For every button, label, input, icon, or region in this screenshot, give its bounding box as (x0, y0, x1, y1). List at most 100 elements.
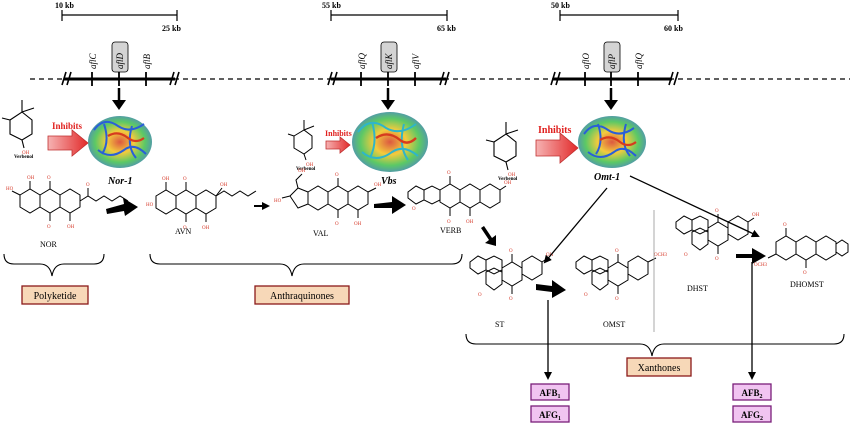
svg-text:OH: OH (752, 213, 760, 218)
svg-text:AFB1: AFB1 (540, 388, 561, 400)
afg1-base: AFG (539, 410, 558, 420)
svg-text:O: O (783, 223, 787, 228)
svg-text:O: O (447, 171, 451, 176)
gene-aflC: aflC (88, 52, 98, 69)
svg-text:OH: OH (504, 181, 512, 186)
arrow-dhst-to-dhomst (736, 248, 766, 264)
gene-box-aflK (380, 41, 398, 73)
compound-val-structure (281, 173, 377, 218)
svg-text:HO: HO (6, 187, 14, 192)
afg2-base: AFG (741, 410, 760, 420)
scale-3-right: 60 kb (664, 24, 683, 33)
compound-st-label: ST (495, 320, 504, 329)
svg-text:O: O (47, 225, 51, 230)
svg-text:O: O (447, 220, 451, 225)
svg-text:O: O (478, 293, 482, 298)
svg-text:OH: OH (508, 173, 516, 178)
pathway-arrows (106, 175, 766, 380)
group-polyketide-label: Polyketide (34, 291, 77, 302)
scale-2-left: 55 kb (322, 1, 341, 10)
svg-text:OCH3: OCH3 (654, 253, 668, 258)
svg-text:OH: OH (466, 220, 474, 225)
aflatoxin-afg1: AFG1 (530, 405, 570, 423)
verbenol-1-label: Verbenol (14, 155, 34, 160)
svg-text:AFG2: AFG2 (741, 410, 763, 422)
gene-labels-cluster-1: aflC aflD aflB (88, 41, 152, 73)
svg-text:OH: OH (298, 169, 306, 174)
compound-verb-structure (407, 176, 507, 216)
group-anthraquinones-label: Anthraquinones (270, 291, 334, 302)
svg-text:O: O (412, 207, 416, 212)
arrow-st-to-omst (536, 280, 566, 298)
svg-text:OH: OH (22, 151, 30, 156)
aflatoxin-afb2: AFB2 (732, 383, 772, 401)
svg-text:OH: OH (220, 183, 228, 188)
afb2-sub: 2 (760, 394, 763, 400)
svg-text:OH: OH (67, 225, 75, 230)
compound-dhomst-label: DHOMST (790, 280, 824, 289)
brace-xanthones (465, 333, 845, 357)
inhibit-arrow-1 (47, 129, 89, 157)
gene-aflQ-1: aflQ (357, 52, 367, 69)
afb1-base: AFB (540, 388, 558, 398)
svg-text:OH: OH (162, 177, 170, 182)
gene-aflP: aflP (607, 53, 617, 69)
aflatoxin-afb1: AFB1 (530, 383, 570, 401)
compound-verb-label: VERB (440, 226, 461, 235)
gene-aflV: aflV (411, 52, 421, 69)
svg-text:OH: OH (374, 183, 382, 188)
scale-1-left: 10 kb (55, 1, 74, 10)
svg-text:O: O (715, 209, 719, 214)
protein-omt-1-label: Omt-1 (594, 172, 620, 183)
svg-text:OCH3: OCH3 (754, 263, 768, 268)
svg-text:OH: OH (202, 226, 210, 231)
svg-text:AFG1: AFG1 (539, 410, 561, 422)
inhibit-arrow-3 (535, 132, 579, 164)
svg-text:O: O (615, 297, 619, 302)
compound-nor-label: NOR (40, 240, 58, 249)
protein-nor-1-structure (88, 116, 152, 168)
arrow-nor-to-avn (106, 198, 138, 216)
svg-text:OH: OH (306, 163, 314, 168)
protein-vbs-label: Vbs (381, 176, 397, 187)
svg-text:O: O (684, 253, 688, 258)
gene-box-aflD (111, 41, 129, 73)
arrow-verb-to-st (481, 226, 496, 246)
gene-to-protein-arrows (112, 88, 618, 110)
verbenol-inhibitor-2: OH Verbenol Inhibits (287, 120, 352, 172)
gene-aflK: aflK (384, 52, 394, 69)
verbenol-2-label: Verbenol (296, 167, 316, 172)
scale-2-right: 65 kb (437, 24, 456, 33)
compound-omst-label: OMST (603, 320, 625, 329)
gene-aflO: aflO (581, 52, 591, 69)
compound-val-label: VAL (313, 229, 329, 238)
svg-text:HO: HO (146, 203, 154, 208)
group-box-xanthones: Xanthones (626, 357, 692, 377)
compound-avn-label: AVN (175, 227, 192, 236)
afb2-base: AFB (742, 388, 760, 398)
compound-avn-structure (155, 182, 257, 222)
group-box-anthraquinones: Anthraquinones (254, 285, 350, 305)
arrow-omt-to-st (543, 187, 608, 264)
scale-bar-1: 10 kb 25 kb (55, 1, 181, 33)
svg-text:O: O (509, 249, 513, 254)
gene-labels-cluster-3: aflO aflP aflQ (581, 41, 644, 73)
protein-omt-1-structure (578, 116, 646, 168)
svg-text:O: O (183, 226, 187, 231)
svg-text:O: O (335, 173, 339, 178)
afb1-sub: 1 (558, 394, 561, 400)
aflatoxin-afg2: AFG2 (732, 405, 772, 423)
svg-text:OH: OH (27, 176, 35, 181)
svg-text:O: O (47, 176, 51, 181)
inhibits-label-1: Inhibits (52, 121, 83, 131)
gene-labels-cluster-2: aflQ aflK aflV (357, 41, 421, 73)
verbenol-3-label: Verbenol (498, 177, 518, 182)
arrow-val-to-verb (374, 196, 406, 214)
group-box-polyketide: Polyketide (21, 285, 89, 305)
svg-text:O: O (86, 183, 90, 188)
